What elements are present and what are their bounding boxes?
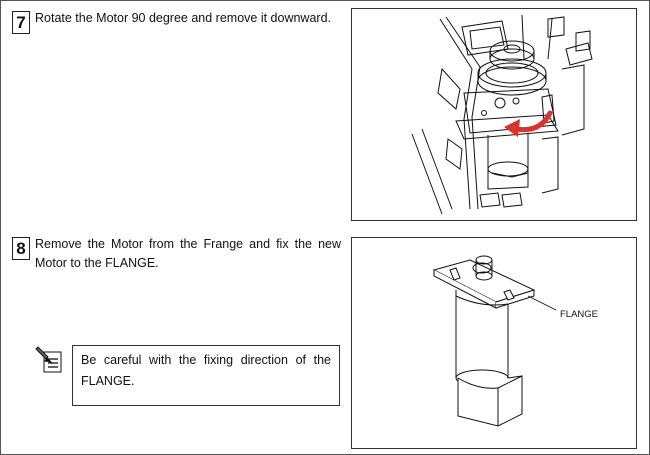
note-icon xyxy=(35,345,65,375)
step-8-figure: FLANGE xyxy=(351,237,637,449)
step-7-number: 7 xyxy=(12,11,30,34)
note-text: Be careful with the fixing direction of … xyxy=(81,353,331,388)
step-8-number: 8 xyxy=(12,237,30,260)
step-7-figure xyxy=(351,8,637,221)
flange-callout-label: FLANGE xyxy=(560,309,599,320)
step-7-text: Rotate the Motor 90 degree and remove it… xyxy=(35,11,332,25)
rotate-arrowhead-icon xyxy=(504,119,520,137)
note-box: Be careful with the fixing direction of … xyxy=(72,345,340,406)
motor-flange-illustration xyxy=(432,255,557,427)
rotate-arrow-icon xyxy=(513,110,553,133)
motor-rotate-illustration xyxy=(411,14,593,215)
step-8-text: Remove the Motor from the Frange and fix… xyxy=(35,237,341,270)
